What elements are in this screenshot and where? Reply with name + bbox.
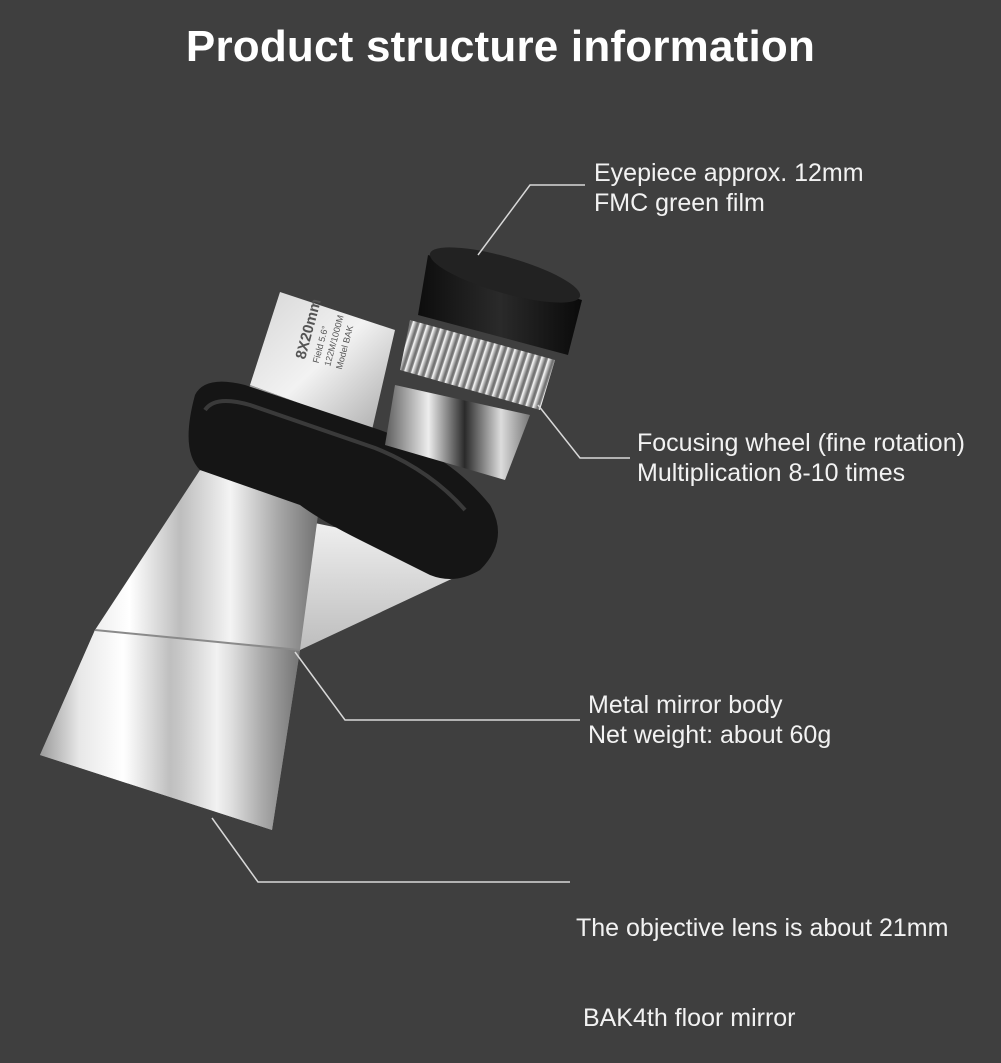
- callout-objective-line1: The objective lens is about 21mm: [576, 914, 949, 942]
- leader-line-focus: [537, 404, 630, 459]
- finger-ring: [188, 381, 499, 579]
- callout-focus-line1: Focusing wheel (fine rotation): [637, 429, 965, 457]
- callout-objective-lens: The objective lens is about 21mm BAK4th …: [576, 853, 948, 1063]
- objective-tube: [40, 470, 320, 830]
- callout-eyepiece-line2: FMC green film: [594, 189, 765, 217]
- monocular-illustration: 8X20mm Field 5.6° 122M/1000M Model BAK: [40, 184, 630, 883]
- callout-body-line1: Metal mirror body: [588, 691, 783, 719]
- page-title: Product structure information: [185, 22, 816, 71]
- callout-eyepiece: Eyepiece approx. 12mm FMC green film: [594, 158, 864, 218]
- callout-metal-body: Metal mirror body Net weight: about 60g: [588, 690, 831, 750]
- leader-line-eyepiece: [477, 184, 585, 256]
- eyepiece-assembly: [385, 247, 582, 480]
- callout-body-line2: Net weight: about 60g: [588, 721, 832, 749]
- callout-eyepiece-line1: Eyepiece approx. 12mm: [594, 159, 864, 187]
- leader-line-objective: [211, 817, 570, 883]
- callout-focus-line2: Multiplication 8-10 times: [637, 459, 906, 487]
- eyecup[interactable]: [418, 255, 582, 355]
- callout-focusing-wheel: Focusing wheel (fine rotation) Multiplic…: [637, 428, 965, 488]
- leader-line-body: [294, 651, 580, 721]
- focusing-wheel[interactable]: [400, 320, 555, 410]
- callout-objective-line2: BAK4th floor mirror: [576, 1004, 796, 1032]
